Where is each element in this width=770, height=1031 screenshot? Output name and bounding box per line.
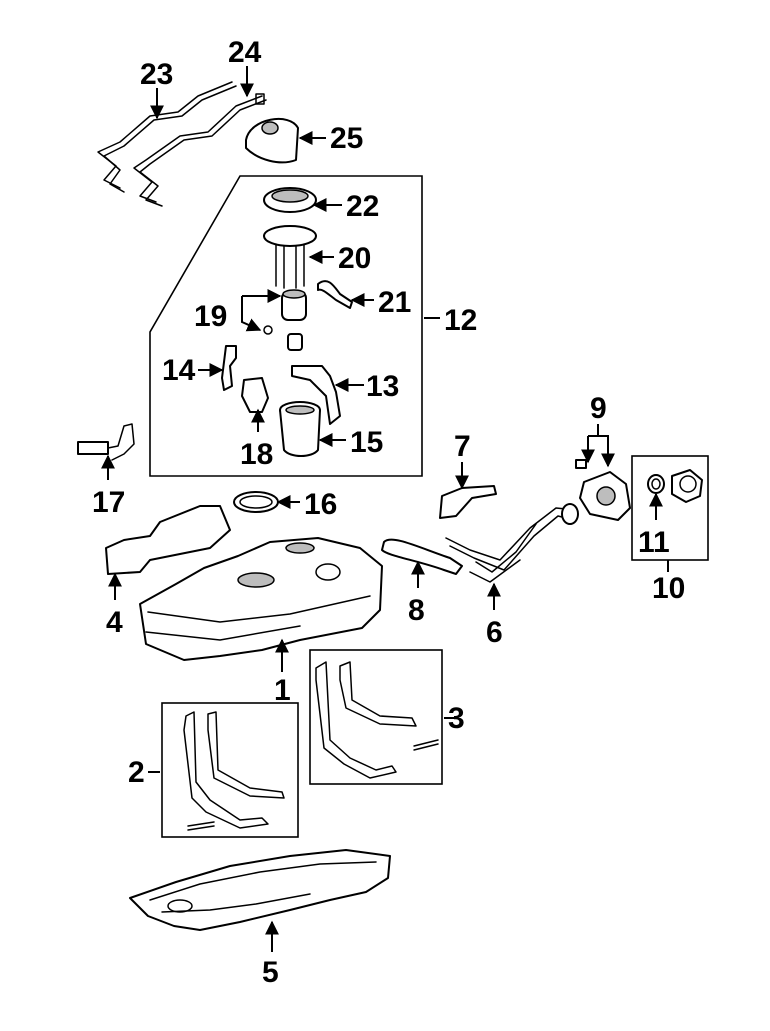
filler-pipe-6-drawing xyxy=(445,503,579,583)
callout-22: 22 xyxy=(346,190,379,223)
cap-11-drawing xyxy=(647,474,665,494)
callout-12: 12 xyxy=(444,304,477,337)
bracket-4-drawing xyxy=(105,505,231,575)
callout-labels: 23 24 25 22 20 21 19 12 14 13 18 15 17 1… xyxy=(92,36,685,989)
callout-8: 8 xyxy=(408,594,425,627)
gasket-16-drawing xyxy=(233,491,279,513)
callout-25: 25 xyxy=(330,122,363,155)
callout-14: 14 xyxy=(162,354,196,387)
group-box-10 xyxy=(631,455,709,561)
lock-ring-22-drawing xyxy=(263,187,317,213)
callout-21: 21 xyxy=(378,286,411,319)
shield-7-drawing xyxy=(439,485,497,519)
callout-24: 24 xyxy=(228,36,262,69)
callout-9: 9 xyxy=(590,392,607,425)
callout-20: 20 xyxy=(338,242,371,275)
callout-15: 15 xyxy=(350,426,383,459)
callout-10: 10 xyxy=(652,572,685,605)
skid-plate-5-drawing xyxy=(129,849,391,931)
hose-8-drawing xyxy=(381,538,463,575)
fuel-tank-1-drawing xyxy=(139,537,383,661)
callout-1: 1 xyxy=(274,674,291,707)
callout-16: 16 xyxy=(304,488,337,521)
callout-17: 17 xyxy=(92,486,125,519)
callout-2: 2 xyxy=(128,756,145,789)
sender-14-drawing xyxy=(221,345,237,391)
callout-13: 13 xyxy=(366,370,399,403)
filler-neck-drawing xyxy=(671,469,703,503)
filler-housing-9-drawing xyxy=(575,459,631,521)
group-box-12 xyxy=(149,175,423,477)
tube-21-drawing xyxy=(317,280,353,309)
strap-2-drawing xyxy=(183,711,285,831)
pump-bracket-20-drawing xyxy=(263,225,317,289)
callout-18: 18 xyxy=(240,438,273,471)
sensor-17-drawing xyxy=(77,423,135,461)
callout-23: 23 xyxy=(140,58,173,91)
callout-3: 3 xyxy=(448,702,465,735)
callout-4: 4 xyxy=(106,606,123,639)
fuel-line-24-drawing xyxy=(133,93,267,207)
plate-18-drawing xyxy=(241,377,269,413)
fuel-line-23-drawing xyxy=(97,81,237,193)
strap-3-drawing xyxy=(315,661,439,779)
callout-6: 6 xyxy=(486,616,503,649)
filter-15-drawing xyxy=(279,401,321,457)
callout-7: 7 xyxy=(454,430,471,463)
group-box-2 xyxy=(161,702,299,838)
callout-11: 11 xyxy=(638,526,670,559)
callout-19: 19 xyxy=(194,300,227,333)
leader-lines xyxy=(101,66,669,952)
callout-5: 5 xyxy=(262,956,279,989)
fuel-gauge-13-drawing xyxy=(291,365,341,425)
fuel-cap-25-drawing xyxy=(245,118,299,164)
group-box-3 xyxy=(309,649,443,785)
fuel-pump-19-drawing xyxy=(263,289,307,351)
